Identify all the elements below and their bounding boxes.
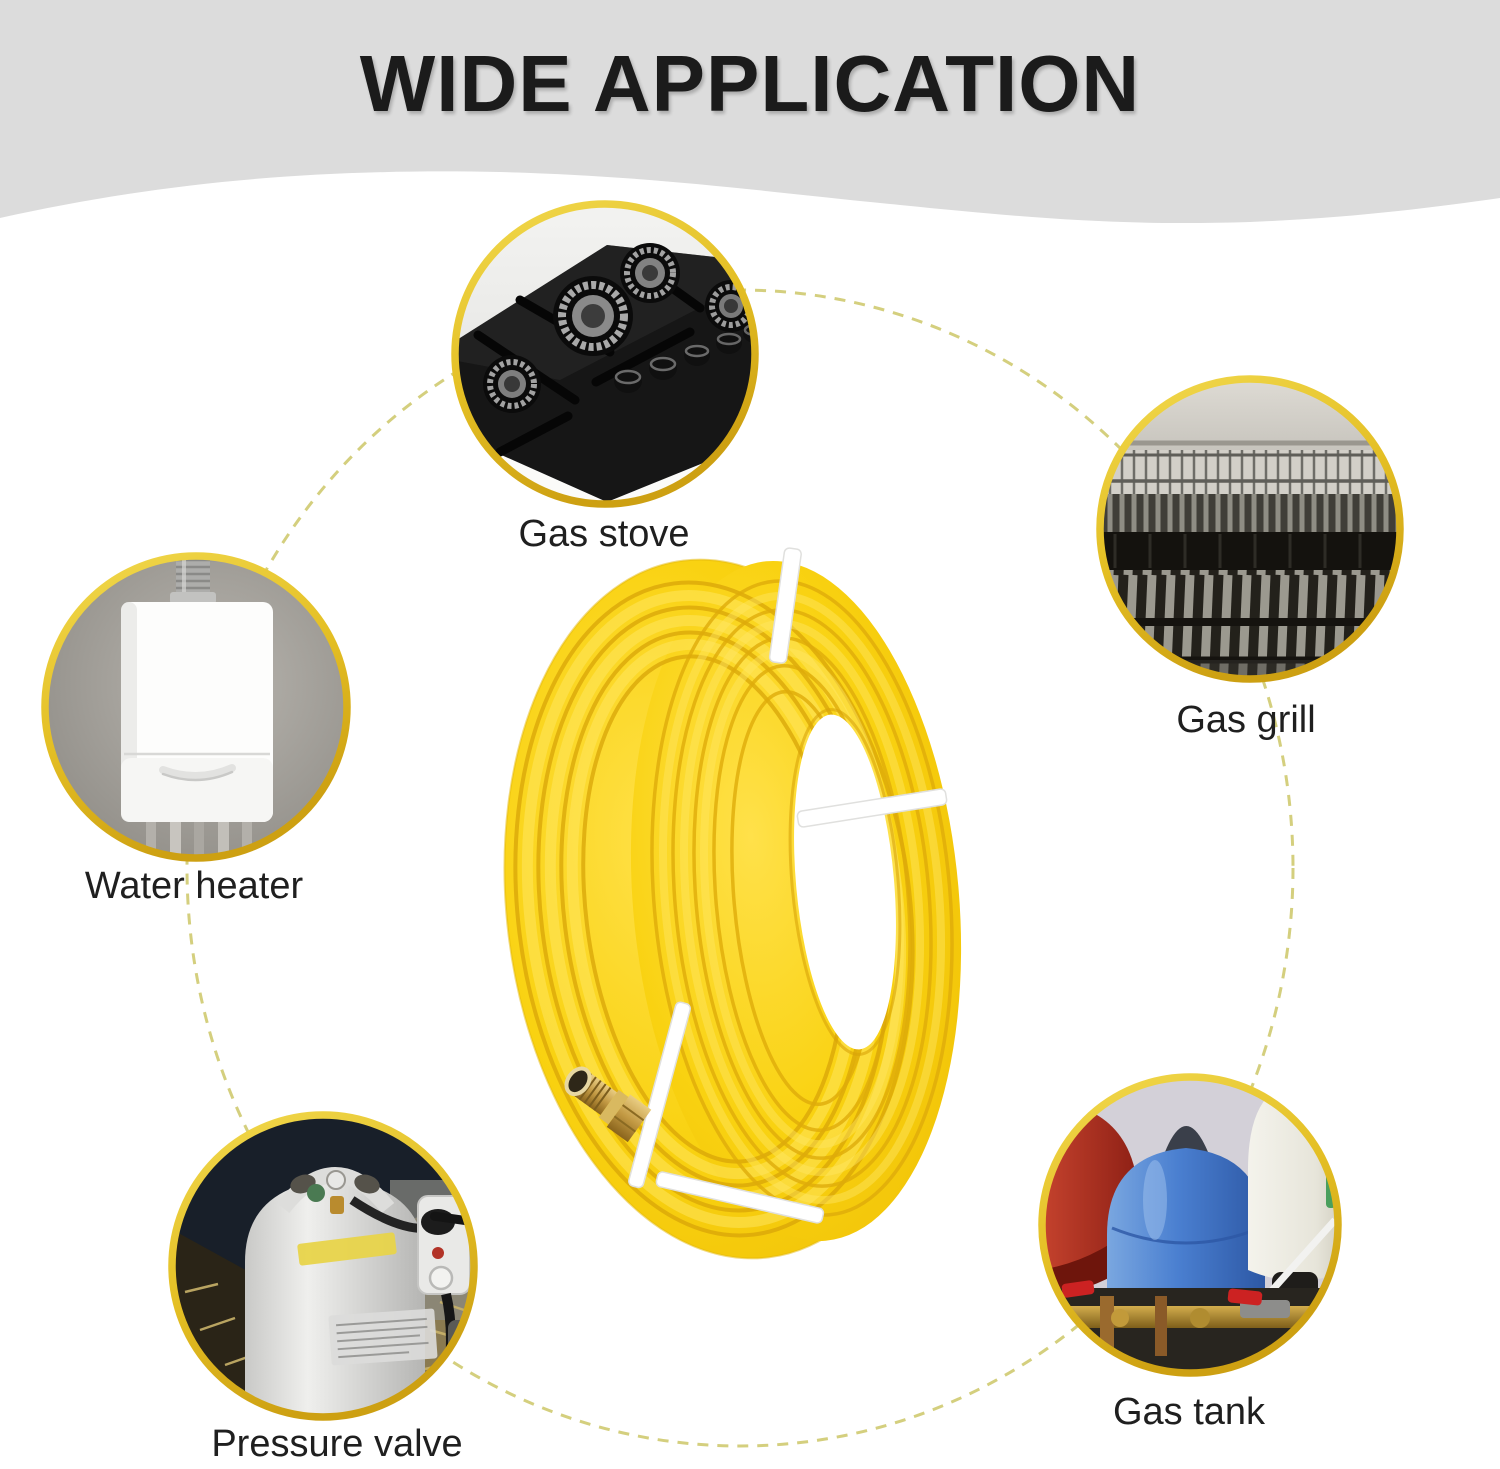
propane-cylinder	[245, 1167, 438, 1414]
pressure-valve-photo	[168, 1111, 478, 1421]
label-gas-tank: Gas tank	[1112, 1391, 1266, 1433]
heater-boiler	[121, 602, 273, 822]
coil-straps	[628, 547, 948, 1224]
label-gas-grill: Gas grill	[1176, 699, 1316, 741]
gas-grill-photo	[1096, 375, 1404, 683]
label-gas-stove: Gas stove	[518, 513, 690, 555]
gas-stove-circle-border	[451, 200, 759, 508]
gas-grill-circle-border	[1096, 375, 1404, 683]
water-heater-photo	[41, 552, 351, 862]
brass-fitting	[564, 1066, 652, 1143]
gas-tank-circle-border	[1038, 1073, 1342, 1377]
manifold-piping	[1045, 1280, 1335, 1370]
coil-hole	[794, 714, 896, 1050]
pressure-valve-circle-border	[168, 1111, 478, 1421]
label-water-heater: Water heater	[84, 865, 304, 907]
water-heater-circle-border	[41, 552, 351, 862]
label-pressure-valve: Pressure valve	[211, 1423, 463, 1465]
gas-stove-photo	[451, 200, 759, 508]
gas-hose-coil	[503, 547, 962, 1260]
page-title: WIDE APPLICATION	[359, 39, 1141, 128]
header-wave-band	[0, 0, 1500, 224]
gas-tank-photo	[1038, 1073, 1342, 1377]
heater-pipes	[146, 822, 252, 855]
heater-flue-pipe	[166, 559, 220, 604]
